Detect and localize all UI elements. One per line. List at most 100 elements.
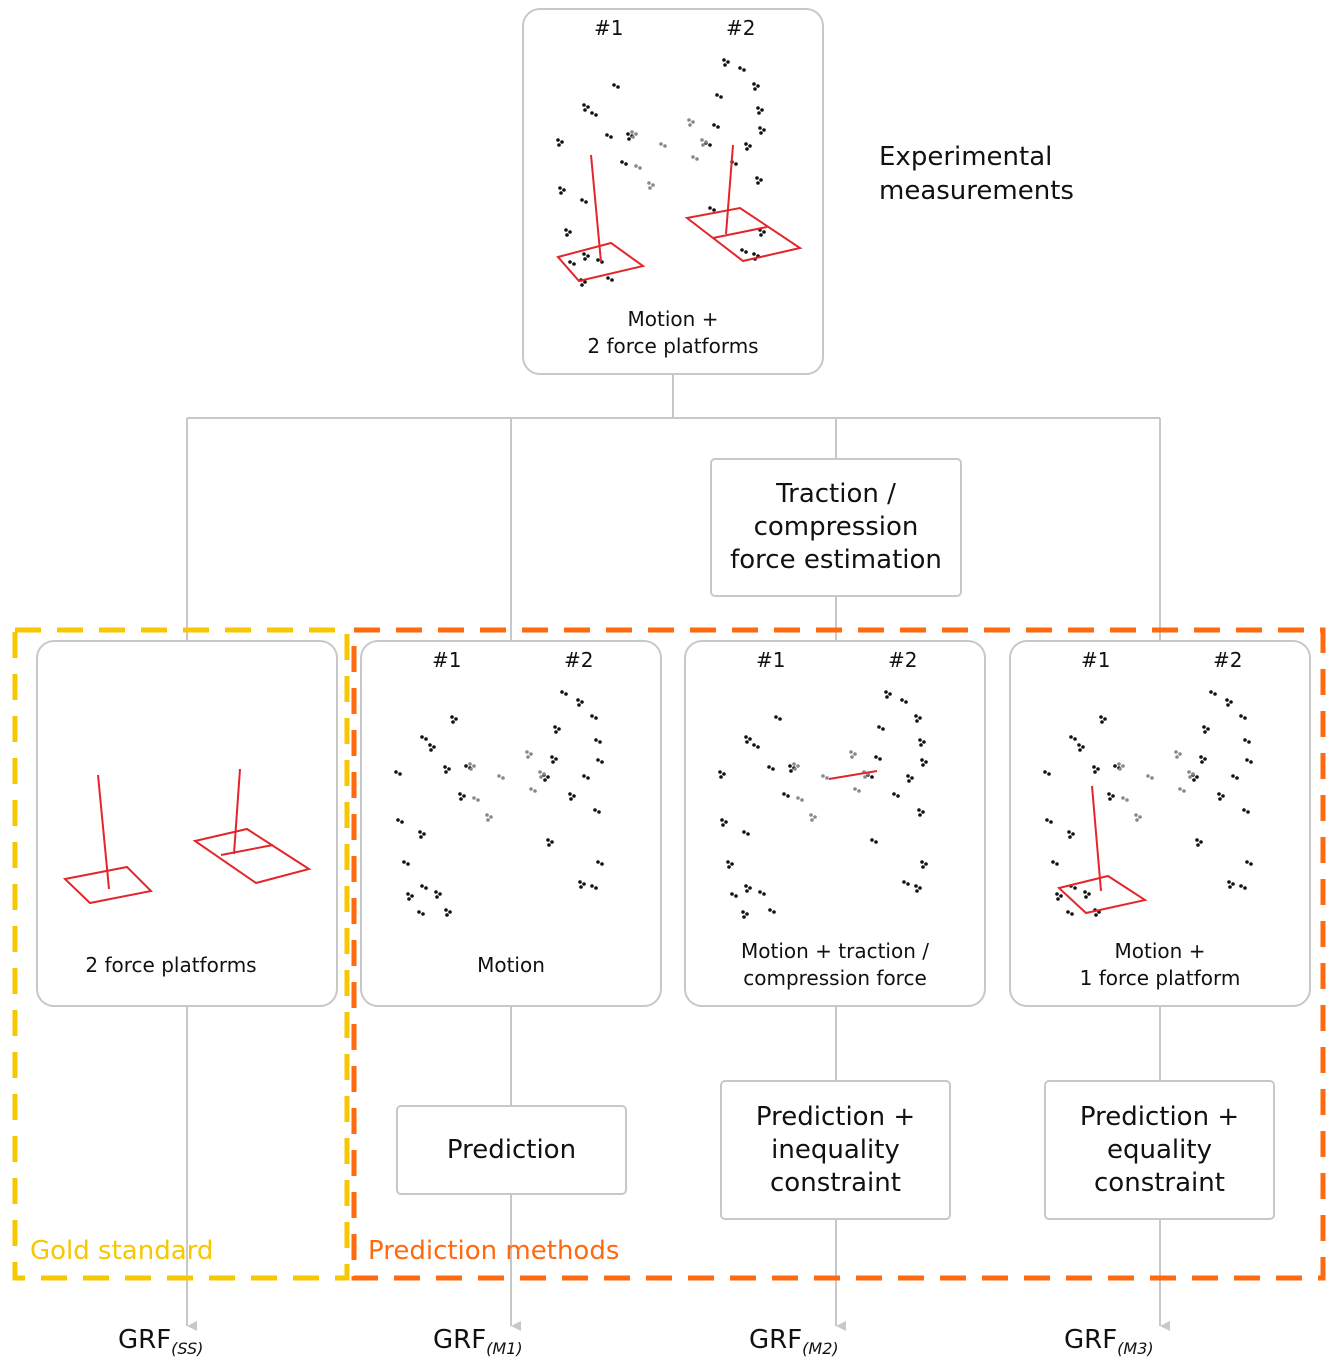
- motion-marker: [583, 257, 587, 261]
- motion-marker: [596, 258, 600, 262]
- motion-marker: [609, 135, 613, 139]
- motion-marker: [590, 111, 594, 115]
- motion-marker: [1059, 894, 1063, 898]
- motion-marker: [742, 68, 746, 72]
- motion-marker: [691, 120, 695, 124]
- motion-marker: [1247, 740, 1251, 744]
- motion-marker: [612, 83, 616, 87]
- column-2-label: Motion: [477, 953, 545, 977]
- motion-marker: [744, 250, 748, 254]
- motion-marker: [419, 835, 423, 839]
- motion-marker: [586, 254, 590, 258]
- motion-marker: [564, 692, 568, 696]
- motion-marker: [902, 880, 906, 884]
- motion-marker: [1192, 778, 1196, 782]
- motion-marker: [793, 767, 797, 771]
- motion-marker: [398, 772, 402, 776]
- motion-marker: [918, 716, 922, 720]
- motion-marker: [1094, 913, 1098, 917]
- motion-marker: [720, 818, 724, 822]
- motion-marker: [910, 776, 914, 780]
- motion-marker: [1134, 813, 1138, 817]
- motion-marker: [757, 111, 761, 115]
- prediction-equality-box: Prediction + equality constraint: [1044, 1080, 1275, 1220]
- motion-marker: [553, 725, 557, 729]
- subject-2-label: #2: [1213, 648, 1243, 672]
- grf-ss-main: GRF: [118, 1325, 172, 1355]
- motion-marker: [1135, 818, 1139, 822]
- motion-marker: [424, 737, 428, 741]
- motion-marker: [723, 63, 727, 67]
- motion-marker: [443, 765, 447, 769]
- motion-marker: [1242, 808, 1246, 812]
- motion-marker: [429, 748, 433, 752]
- motion-marker: [922, 740, 926, 744]
- motion-marker: [586, 105, 590, 109]
- motion-marker: [1049, 820, 1053, 824]
- motion-marker: [748, 737, 752, 741]
- motion-marker: [1206, 727, 1210, 731]
- motion-marker: [620, 160, 624, 164]
- motion-marker: [565, 233, 569, 237]
- motion-marker: [594, 113, 598, 117]
- motion-marker: [1243, 886, 1247, 890]
- motion-marker: [1118, 767, 1122, 771]
- motion-marker: [1213, 692, 1217, 696]
- motion-marker: [825, 776, 829, 780]
- motion-marker: [1071, 832, 1075, 836]
- motion-marker: [434, 890, 438, 894]
- traction-line-3: force estimation: [730, 545, 942, 575]
- experimental-measurements-box: #1 #2 Motion + 2 force platforms: [522, 8, 824, 375]
- motion-marker: [772, 910, 776, 914]
- motion-marker: [762, 892, 766, 896]
- motion-marker: [745, 889, 749, 893]
- motion-marker: [1121, 764, 1125, 768]
- motion-marker: [1249, 862, 1253, 866]
- motion-marker: [533, 789, 537, 793]
- motion-marker: [1107, 792, 1111, 796]
- force-platforms-figure: [62, 768, 312, 905]
- traction-compression-box: Traction / compression force estimation: [710, 458, 962, 597]
- marker-cloud-subject-2: [525, 690, 604, 890]
- motion-marker: [918, 886, 922, 890]
- motion-marker: [722, 58, 726, 62]
- motion-marker: [849, 750, 853, 754]
- column-3-label-line-2: compression force: [743, 966, 927, 990]
- motion-marker: [1245, 860, 1249, 864]
- motion-marker: [497, 774, 501, 778]
- motion-marker: [1055, 892, 1059, 896]
- column-motion-one-platform: #1 #2 Motion + 1 force platform: [1009, 640, 1311, 1007]
- motion-marker: [597, 810, 601, 814]
- gold-standard-region: [12, 627, 350, 1281]
- column-motion-traction: #1 #2 Motion + traction / compression fo…: [684, 640, 986, 1007]
- grf-m1-subscript: (M1): [486, 1339, 523, 1359]
- motion-marker: [1191, 772, 1195, 776]
- motion-marker: [919, 743, 923, 747]
- motion-marker: [1221, 794, 1225, 798]
- motion-marker: [915, 889, 919, 893]
- motion-marker: [1246, 810, 1250, 814]
- motion-marker: [1235, 776, 1239, 780]
- marker-cloud-subject-1: [394, 715, 505, 917]
- motion-marker: [420, 735, 424, 739]
- motion-marker: [778, 717, 782, 721]
- motion-marker: [700, 138, 704, 142]
- motion-marker: [870, 838, 874, 842]
- motion-marker: [774, 715, 778, 719]
- motion-marker: [454, 717, 458, 721]
- column-3-label-line-1: Motion + traction /: [741, 939, 929, 963]
- motion-marker: [740, 248, 744, 252]
- motion-marker: [1121, 796, 1125, 800]
- motion-marker: [1217, 792, 1221, 796]
- motion-marker: [568, 230, 572, 234]
- motion-marker: [556, 138, 560, 142]
- grf-m1-main: GRF: [433, 1325, 487, 1355]
- motion-marker: [1200, 760, 1204, 764]
- motion-marker: [907, 779, 911, 783]
- motion-marker: [594, 886, 598, 890]
- motion-marker: [1066, 910, 1070, 914]
- method-2-line-3: constraint: [770, 1167, 901, 1198]
- motion-marker: [444, 770, 448, 774]
- motion-marker: [459, 797, 463, 801]
- motion-marker: [648, 186, 652, 190]
